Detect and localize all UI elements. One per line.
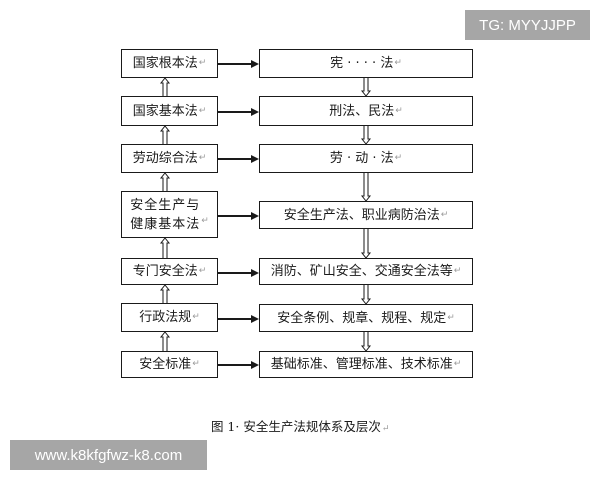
left-box-label: 劳动综合法 xyxy=(132,151,198,166)
left-box-safety-health-law: 安全生产与 健康基本法↵ xyxy=(121,191,218,238)
right-box-constitution: 宪 · · · · 法↵ xyxy=(259,49,473,78)
left-box-labor-law: 劳动综合法↵ xyxy=(121,144,218,173)
return-mark-icon: ↵ xyxy=(198,105,207,116)
right-box-label: 安全生产法、职业病防治法 xyxy=(283,207,440,223)
return-mark-icon: ↵ xyxy=(192,312,200,322)
return-mark-icon: ↵ xyxy=(381,424,390,434)
return-mark-icon: ↵ xyxy=(192,359,200,369)
watermark-url: www.k8kfgfwz-k8.com xyxy=(10,440,207,470)
return-mark-icon: ↵ xyxy=(394,153,403,163)
left-box-fundamental-law: 国家根本法↵ xyxy=(121,49,218,78)
right-box-criminal-civil-law: 刑法、民法↵ xyxy=(259,96,473,126)
return-mark-icon: ↵ xyxy=(440,209,449,220)
return-mark-icon: ↵ xyxy=(198,266,207,276)
return-mark-icon: ↵ xyxy=(394,58,402,68)
right-box-label: 基础标准、管理标准、技术标准 xyxy=(270,357,453,372)
left-box-admin-regulations: 行政法规↵ xyxy=(121,303,218,332)
caption-text: 图 1· 安全生产法规体系及层次 xyxy=(210,419,381,434)
right-box-label: 宪 · · · · 法 xyxy=(330,56,394,71)
right-box-regulations-rules: 安全条例、规章、规程、规定↵ xyxy=(259,304,473,332)
return-mark-icon: ↵ xyxy=(447,312,455,323)
return-mark-icon: ↵ xyxy=(453,266,462,276)
return-mark-icon: ↵ xyxy=(395,105,403,116)
left-box-label: 行政法规 xyxy=(139,310,192,325)
right-box-standards: 基础标准、管理标准、技术标准↵ xyxy=(259,351,473,378)
right-box-label: 消防、矿山安全、交通安全法等 xyxy=(270,264,453,279)
left-box-basic-law: 国家基本法↵ xyxy=(121,96,218,126)
right-box-work-safety-law: 安全生产法、职业病防治法↵ xyxy=(259,201,473,229)
left-box-label: 专门安全法 xyxy=(132,264,198,279)
left-box-label: 安全标准 xyxy=(139,357,192,372)
left-box-label: 国家根本法 xyxy=(132,56,198,71)
left-box-label: 国家基本法 xyxy=(132,103,198,119)
figure-caption: 图 1· 安全生产法规体系及层次↵ xyxy=(203,401,389,435)
right-box-label: 安全条例、规章、规程、规定 xyxy=(277,310,447,326)
right-box-label: 劳 · 动 · 法 xyxy=(329,151,394,166)
return-mark-icon: ↵ xyxy=(198,153,207,163)
right-box-fire-mine-traffic-law: 消防、矿山安全、交通安全法等↵ xyxy=(259,258,473,285)
right-box-label: 刑法、民法 xyxy=(329,103,395,119)
return-mark-icon: ↵ xyxy=(198,58,207,68)
watermark-tg: TG: MYYJJPP xyxy=(465,10,590,40)
return-mark-icon: ↵ xyxy=(453,359,462,369)
left-box-label: 安全生产与 健康基本法 xyxy=(130,197,201,232)
left-box-special-safety-law: 专门安全法↵ xyxy=(121,258,218,285)
return-mark-icon: ↵ xyxy=(201,216,209,226)
left-box-safety-standards: 安全标准↵ xyxy=(121,351,218,378)
